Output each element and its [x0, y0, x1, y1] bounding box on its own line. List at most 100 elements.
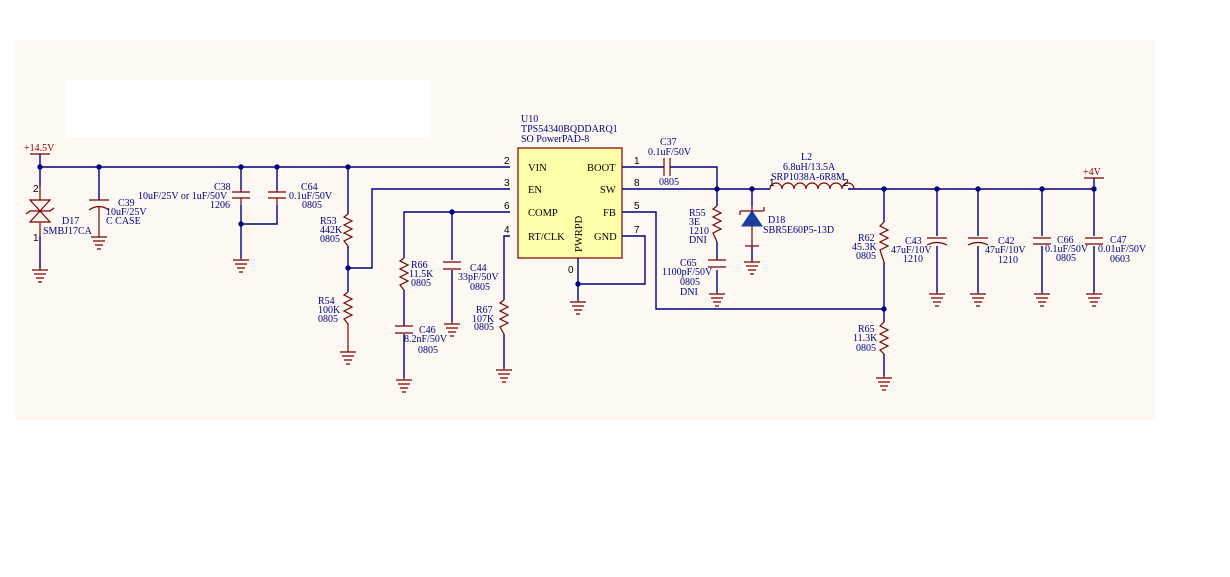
resistor-r66: R66 11.5K 0805: [398, 257, 434, 291]
ground-icon: [396, 378, 412, 393]
c38-ref: C38: [214, 182, 231, 193]
c39-value: 10uF/25V: [106, 207, 147, 218]
r54-pkg: 0805: [318, 314, 338, 325]
pin-comp: COMP: [528, 208, 558, 219]
c38-value: 10uF/25V or 1uF/50V: [138, 191, 228, 202]
ground-icon: [709, 292, 725, 307]
pin-number: 0: [568, 265, 574, 276]
pin-number: 5: [634, 201, 640, 212]
capacitor-c42: C42 47uF/10V 1210: [967, 236, 1026, 266]
ground-icon: [340, 350, 356, 365]
pin-rt: RT/CLK: [528, 232, 565, 243]
r66-ref: R66: [411, 260, 428, 271]
pin-number: 6: [504, 201, 510, 212]
c46-ref: C46: [419, 325, 436, 336]
r67-value: 107K: [472, 314, 495, 325]
r67-pkg: 0805: [474, 322, 494, 333]
d18-ref: D18: [768, 215, 785, 226]
d17-value: SMBJ17CA: [43, 226, 93, 237]
capacitor-c43: C43 47uF/10V 1210: [891, 236, 948, 265]
pin-fb: FB: [603, 208, 616, 219]
pin-boot: BOOT: [587, 163, 616, 174]
capacitor-c46: C46 8.2nF/50V 0805: [395, 325, 448, 356]
c37-ref: C37: [660, 137, 677, 148]
pin-sw: SW: [600, 185, 616, 196]
junction-dot: [238, 164, 244, 170]
ground-icon: [970, 292, 986, 307]
r62-ref: R62: [858, 233, 875, 244]
pin-number: 1: [33, 233, 39, 244]
junction-dots: [37, 164, 1097, 312]
ground-icon: [570, 300, 586, 315]
c65-ref: C65: [680, 258, 697, 269]
pin-number: 1: [634, 156, 640, 167]
c43-ref: C43: [905, 236, 922, 247]
pin-number: 2: [33, 184, 39, 195]
pin-number: 2: [843, 178, 849, 189]
junction-dot: [881, 306, 887, 312]
pin-gnd: GND: [594, 232, 617, 243]
junction-dot: [274, 164, 280, 170]
c39-ref: C39: [118, 198, 135, 209]
ic-body: [517, 147, 623, 259]
c47-pkg: 0603: [1110, 254, 1130, 265]
junction-dot: [345, 164, 351, 170]
junction-dot: [1091, 186, 1097, 192]
r55-pkg: 1210: [689, 226, 709, 237]
c46-pkg: 0805: [418, 345, 438, 356]
pin-number: 8: [634, 178, 640, 189]
ic-ref: U10: [521, 114, 538, 125]
ground-icon: [744, 260, 760, 275]
inductor-l2: L2 6.8uH/13.5A SRP1038A-6R8M 1 2: [769, 152, 855, 190]
ic-u10: U10 TPS54340BQDDARQ1 SO PowerPAD-8 VIN E…: [504, 114, 640, 276]
capacitor-c39: C39 10uF/25V C CASE: [88, 198, 147, 235]
c46-value: 8.2nF/50V: [404, 334, 448, 345]
ground-icon: [1086, 292, 1102, 307]
r65-pkg: 0805: [856, 343, 876, 354]
ground-icon: [32, 268, 48, 283]
r54-value: 100K: [318, 305, 341, 316]
r65-value: 11.3K: [853, 333, 878, 344]
capacitor-c66: C66 0.1uF/50V 0805: [1033, 235, 1089, 264]
l2-part: SRP1038A-6R8M: [771, 172, 845, 183]
resistor-r54: R54 100K 0805: [318, 291, 354, 350]
r53-value: 442K: [320, 225, 343, 236]
c64-value: 0.1uF/50V: [289, 191, 333, 202]
tvs-diode-d17: 2 1 D17 SMBJ17CA: [25, 184, 93, 244]
c47-value: 0.01uF/50V: [1098, 244, 1147, 255]
junction-dot: [749, 186, 755, 192]
r53-pkg: 0805: [320, 234, 340, 245]
c64-pkg: 0805: [302, 200, 322, 211]
c42-pkg: 1210: [998, 255, 1018, 266]
wires: [39, 154, 1095, 378]
resistor-r53: R53 442K 0805: [320, 213, 354, 247]
net-label-input: +14.5V: [24, 143, 55, 154]
c42-value: 47uF/10V: [985, 245, 1026, 256]
r55-value: 3E: [689, 217, 700, 228]
r66-pkg: 0805: [411, 278, 431, 289]
net-output-symbol: +4V: [1083, 167, 1104, 179]
c44-ref: C44: [470, 263, 487, 274]
ic-package: SO PowerPAD-8: [521, 134, 589, 145]
ground-icon: [496, 368, 512, 383]
ground-icon: [91, 235, 107, 250]
c65-note: DNI: [680, 287, 698, 298]
r65-ref: R65: [858, 324, 875, 335]
junction-dot: [575, 281, 581, 287]
pin-number: 2: [504, 156, 510, 167]
ground-icon: [444, 322, 460, 337]
c44-value: 33pF/50V: [458, 272, 499, 283]
c66-ref: C66: [1057, 235, 1074, 246]
junction-dot: [37, 164, 43, 170]
pin-en: EN: [528, 185, 542, 196]
junction-dot: [238, 221, 244, 227]
junction-dot: [975, 186, 981, 192]
c43-value: 47uF/10V: [891, 245, 932, 256]
r53-ref: R53: [320, 216, 337, 227]
c43-pkg: 1210: [903, 254, 923, 265]
l2-ref: L2: [801, 152, 812, 163]
capacitor-c47: C47 0.01uF/50V 0603: [1085, 235, 1147, 265]
capacitor-c37: C37 0.1uF/50V 0805: [648, 137, 692, 188]
capacitor-c64: C64 0.1uF/50V 0805: [268, 182, 333, 211]
